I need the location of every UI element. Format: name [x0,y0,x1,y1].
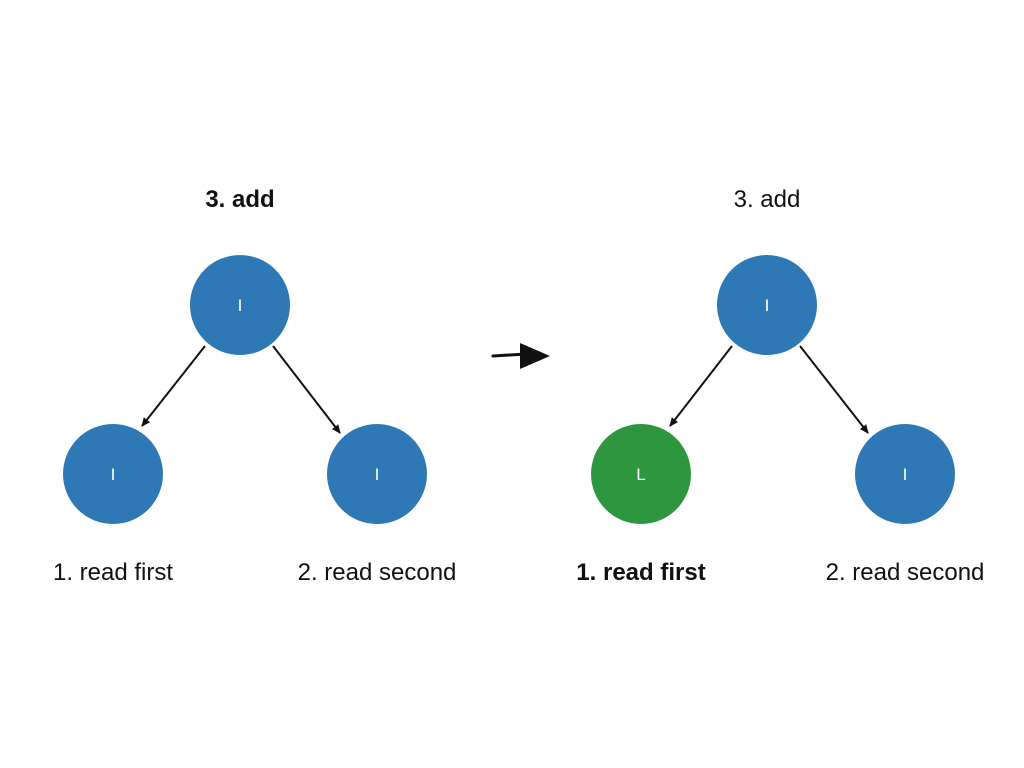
right-add-caption: 3. add [734,186,801,213]
right-arrow-icon [491,343,550,369]
right-edge-to-second [799,345,869,434]
right-first-child-node-highlighted [591,424,691,524]
left-second-child-node [327,424,427,524]
right-first-caption: 1. read first [576,559,705,586]
left-tree: 3. add I I I 1. read first 2. read secon… [53,186,456,586]
left-edge-to-second [272,345,341,434]
left-edge-to-first [141,345,206,427]
left-add-caption: 3. add [205,186,274,213]
left-first-child-label: I [111,465,116,484]
left-root-label: I [238,296,243,315]
right-second-child-label: I [903,465,908,484]
left-root-node [190,255,290,355]
right-tree: 3. add I L I 1. read first 2. read secon… [576,186,984,586]
left-first-child-node [63,424,163,524]
right-second-child-node [855,424,955,524]
right-edge-to-first [669,345,733,427]
right-root-label: I [765,296,770,315]
left-first-caption: 1. read first [53,559,173,586]
right-root-node [717,255,817,355]
left-second-caption: 2. read second [298,559,457,586]
left-second-child-label: I [375,465,380,484]
right-second-caption: 2. read second [826,559,985,586]
right-first-child-label: L [636,465,645,484]
